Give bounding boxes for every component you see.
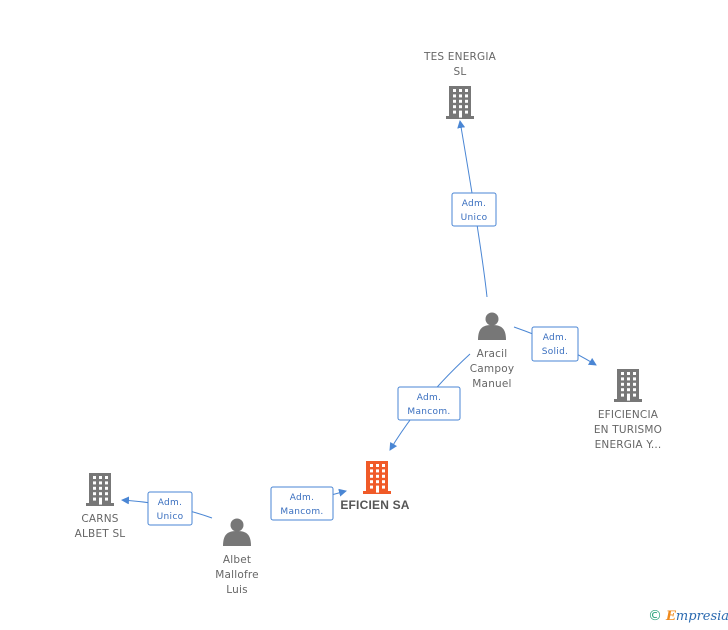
empresia-watermark: © Empresia [648,608,728,624]
node-label: Aracil [477,348,508,360]
node-label: Campoy [470,363,515,375]
building-icon [363,461,391,494]
edge-aracil-to-eficien: Adm. Mancom. [389,353,471,451]
relation-text: Adm. [290,493,315,503]
relation-text: Unico [461,213,488,223]
relation-text: Mancom. [280,507,323,517]
building-icon [614,369,642,402]
node-label: Albet [223,554,251,566]
node-carns[interactable]: CARNS ALBET SL [75,473,126,540]
copyright-icon: © [648,608,662,624]
person-icon [223,518,251,546]
edge-arrow [457,120,488,298]
node-tes[interactable]: TES ENERGIA SL [423,51,497,119]
person-icon [478,312,506,340]
relation-text: Adm. [158,498,183,508]
relation-label[interactable]: Adm. Unico [147,491,193,526]
relation-text: Solid. [542,347,569,357]
node-label: CARNS [81,513,118,525]
edge-aracil-to-eficiencia: Adm. Solid. [513,326,597,366]
relation-text: Adm. [543,333,568,343]
relation-label[interactable]: Adm. Unico [451,192,497,227]
node-label: Manuel [472,378,511,390]
node-label: ENERGIA Y... [595,439,662,451]
relation-text: Unico [157,512,184,522]
node-label: EN TURISMO [594,424,662,436]
relation-text: Mancom. [407,407,450,417]
building-icon [446,86,474,119]
relation-label[interactable]: Adm. Mancom. [397,386,461,421]
relation-label[interactable]: Adm. Mancom. [270,486,334,521]
edge-aracil-to-tes: Adm. Unico [451,120,497,298]
node-label: ALBET SL [75,528,126,540]
node-label: EFICIENCIA [598,409,659,421]
node-eficien[interactable]: EFICIEN SA [340,461,410,512]
node-label: SL [454,66,467,78]
edge-albet-to-eficien: Adm. Mancom. [270,486,347,521]
node-label: Mallofre [215,569,259,581]
edge-albet-to-carns: Adm. Unico [121,491,213,526]
node-eficiencia[interactable]: EFICIENCIA EN TURISMO ENERGIA Y... [594,369,662,451]
relation-label[interactable]: Adm. Solid. [531,326,579,362]
relation-text: Adm. [417,393,442,403]
relation-text: Adm. [462,199,487,209]
node-label: EFICIEN SA [340,498,409,512]
node-label: Luis [226,584,248,596]
node-label: TES ENERGIA [423,51,497,63]
empresia-logo: Empresia [666,608,728,624]
building-icon [86,473,114,506]
